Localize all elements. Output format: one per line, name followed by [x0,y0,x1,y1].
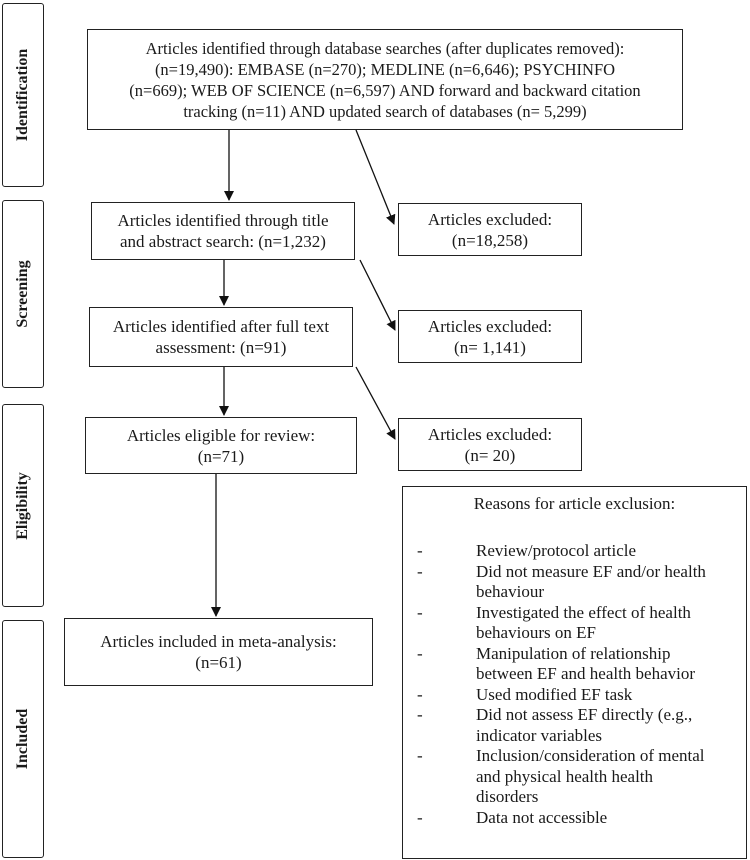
stage-identification-panel: Identification [2,3,44,187]
eligible-line-2: (n=71) [197,446,245,466]
exclusion-reason-item: - Review/protocol article [417,541,738,562]
exclusion-reason-line: behaviours on EF [476,623,596,642]
arrow-title-abstract-to-excluded-2 [359,259,396,331]
exclusion-reason-line: disorders [476,787,539,806]
full-text-line-1: Articles identified after full text [112,317,330,336]
exclusion-reasons-list: - Review/protocol article - Did not measure… [417,541,738,828]
exclusion-reason-item: - Used modified EF task [417,685,738,706]
exclusion-reason-line: Did not assess EF directly (e.g., [476,705,693,724]
exclusion-reasons-box: Reasons for article exclusion: - Review/p… [402,486,747,859]
title-abstract-line-2: and abstract search: (n=1,232) [120,232,326,251]
title-abstract-line-1: Articles identified through title [117,211,329,230]
exclusion-reason-text: Used modified EF task [476,685,738,706]
stage-included-panel: Included [2,620,44,858]
exclusion-reason-line: and physical health health [476,766,654,786]
exclusion-reason-line: between EF and health behavior [476,664,696,683]
exclusion-reason-item: - Data not accessible [417,808,738,829]
exclusion-reason-item: - Did not assess EF directly (e.g.,indica… [417,705,738,746]
included-line-1: Articles included in meta-analysis: [100,632,337,651]
excluded-2-line-1: Articles excluded: [427,316,553,336]
eligible-line-1: Articles eligible for review: [126,425,316,445]
bullet-dash: - [417,643,423,663]
exclusion-reason-line: Did not measure EF and/or health [476,561,706,581]
exclusion-reason-line: behaviour [476,582,544,601]
excluded-1-line-2: (n=18,258) [451,230,529,250]
excluded-2-line-2: (n= 1,141) [454,337,526,357]
identified-line-4: tracking (n=11) AND updated search of da… [183,101,587,121]
excluded-box-2: Articles excluded: (n= 1,141) [398,310,582,363]
exclusion-reason-line: indicator variables [476,725,603,745]
bullet-dash: - [417,602,423,622]
bullet-dash: - [417,746,423,765]
exclusion-reason-line: Review/protocol article [476,541,637,560]
stage-screening-panel: Screening [2,200,44,388]
title-abstract-box: Articles identified through title and ab… [91,202,355,260]
exclusion-reason-line: Manipulation of relationship [476,643,671,663]
included-box: Articles included in meta-analysis: (n=6… [64,618,373,686]
eligible-box: Articles eligible for review: (n=71) [85,417,357,474]
exclusion-reasons-title: Reasons for article exclusion: [473,494,676,513]
excluded-box-1: Articles excluded: (n=18,258) [398,203,582,256]
excluded-3-line-1: Articles excluded: [427,424,553,444]
identified-box: Articles identified through database sea… [87,29,683,130]
exclusion-reason-line: Used modified EF task [476,684,633,704]
exclusion-reason-text: Data not accessible [476,808,738,829]
identified-line-2: (n=19,490): EMBASE (n=270); MEDLINE (n=6… [154,59,616,79]
bullet-dash: - [417,561,423,581]
excluded-box-3: Articles excluded: (n= 20) [398,418,582,471]
bullet-dash: - [417,807,423,827]
identified-line-1: Articles identified through database sea… [145,38,625,58]
bullet-dash: - [417,541,423,560]
stage-eligibility-panel: Eligibility [2,404,44,607]
exclusion-reason-text: Did not assess EF directly (e.g.,indicat… [476,705,738,746]
exclusion-reason-line: Data not accessible [476,807,608,827]
arrow-full-text-to-excluded-3 [355,366,396,440]
identified-line-3: (n=669); WEB OF SCIENCE (n=6,597) AND fo… [129,80,641,100]
full-text-line-2: assessment: (n=91) [155,338,287,357]
exclusion-reason-text: Review/protocol article [476,541,738,562]
bullet-dash: - [417,684,423,704]
bullet-dash: - [417,705,423,724]
excluded-1-line-1: Articles excluded: [427,209,553,229]
included-line-2: (n=61) [195,653,242,672]
full-text-box: Articles identified after full text asse… [89,307,353,367]
excluded-3-line-2: (n= 20) [464,445,516,465]
exclusion-reason-line: Investigated the effect of health [476,602,691,622]
arrow-identified-to-excluded-1 [355,129,396,225]
exclusion-reason-line: Inclusion/consideration of mental [476,746,705,765]
